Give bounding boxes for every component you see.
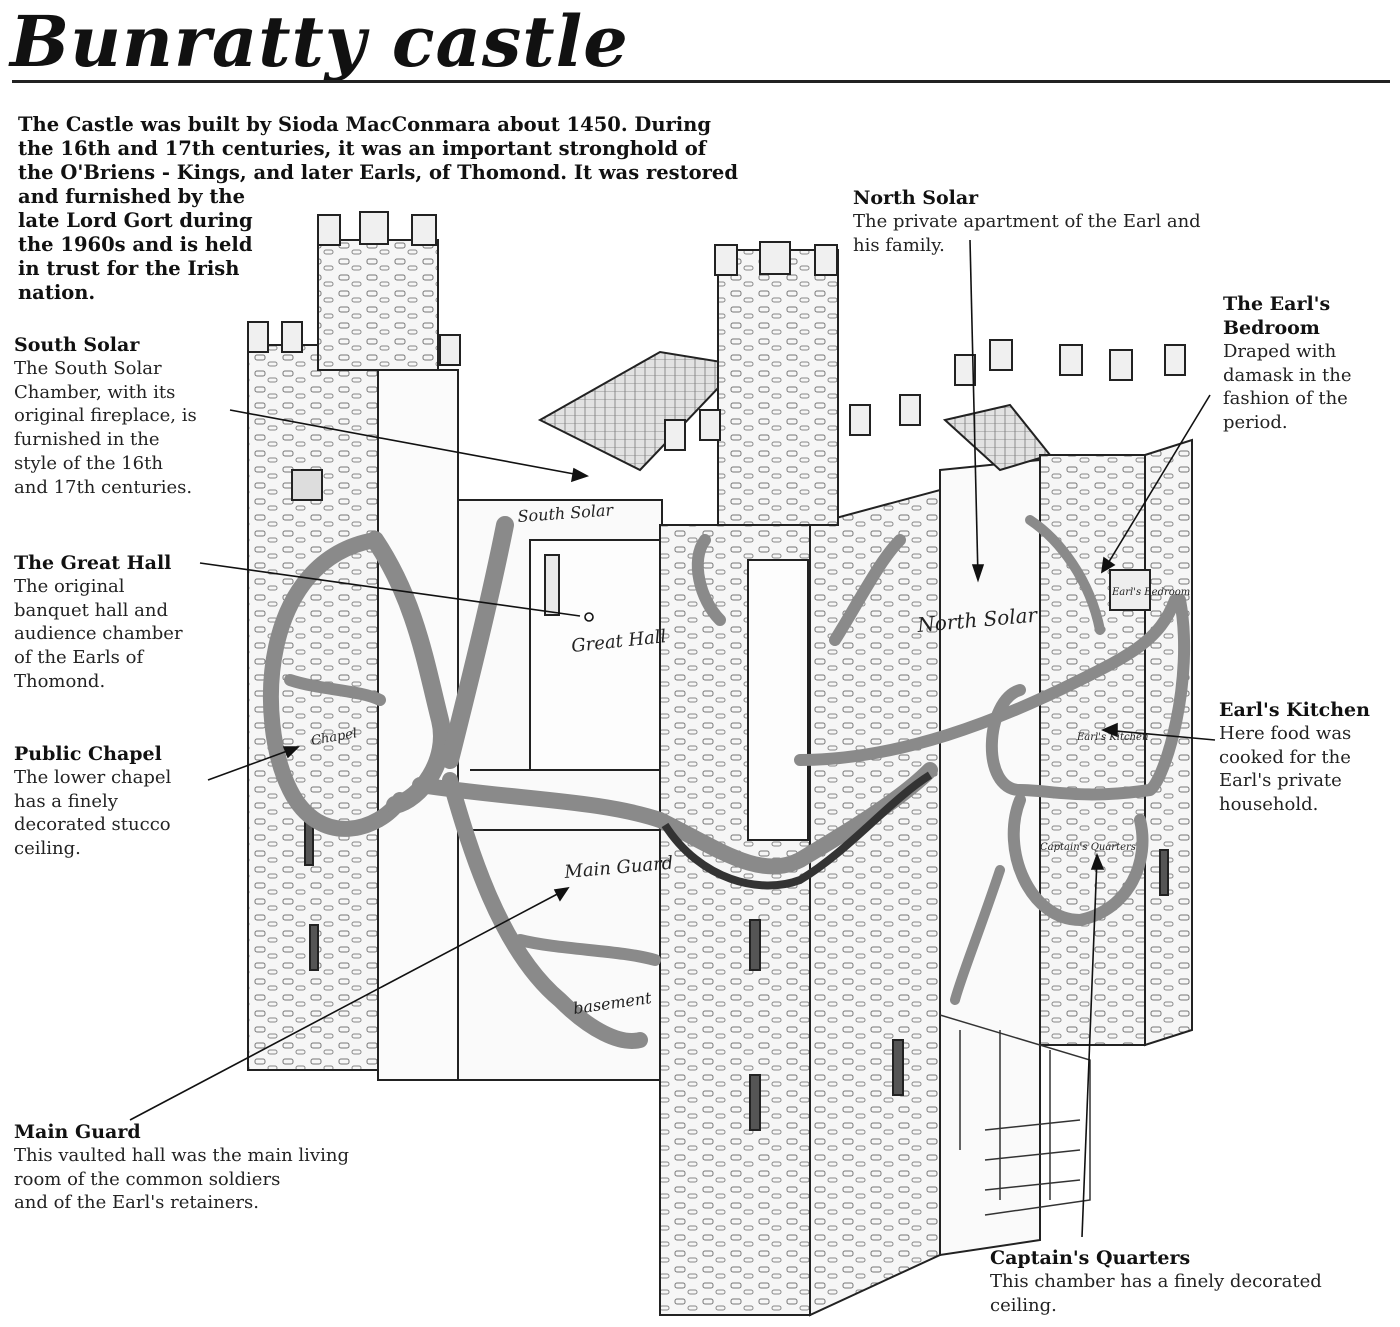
callout-north-solar: North Solar The private apartment of the… (853, 186, 1201, 257)
callout-title-line: The Earl's (1223, 293, 1331, 315)
callout-line: Draped with (1223, 341, 1337, 362)
callout-line: Chamber, with its (14, 381, 176, 403)
callout-title: Captain's Quarters (990, 1247, 1191, 1269)
callout-title: Earl's Kitchen (1219, 699, 1370, 721)
callout-title: South Solar (14, 334, 140, 356)
callout-line: The private apartment of the Earl and (853, 211, 1201, 232)
intro-line: nation. (18, 281, 96, 304)
page-title: Bunratty castle (10, 0, 629, 83)
callout-line: and 17th centuries. (14, 476, 193, 498)
callout-line: Earl's private (1219, 770, 1342, 792)
intro-line: in trust for the Irish (18, 257, 240, 280)
callout-line: damask in the (1223, 364, 1352, 386)
leader-earls-bedroom (1103, 394, 1211, 571)
leader-north-solar (969, 239, 979, 579)
callout-line: This chamber has a finely decorated (990, 1271, 1322, 1292)
leader-captains-quarters (1081, 857, 1098, 1238)
callout-line: style of the 16th (14, 452, 163, 474)
leader-lines (129, 239, 1216, 1238)
callout-line: banquet hall and (14, 599, 168, 621)
callout-earls-kitchen: Earl's Kitchen Here food was cooked for … (1219, 698, 1370, 817)
callout-line: The lower chapel (14, 767, 172, 788)
external-stair (939, 1014, 1091, 1216)
callout-title: Main Guard (14, 1121, 141, 1143)
callout-line: Thomond. (14, 670, 106, 692)
callout-line: decorated stucco (14, 814, 171, 836)
callout-line: furnished in the (14, 429, 160, 451)
callout-line: Here food was (1219, 723, 1352, 744)
art-label-bedroom: Earl's Bedroom (1111, 587, 1190, 598)
intro-line: and furnished by the (18, 185, 245, 208)
leader-main-guard (129, 889, 566, 1121)
leader-public-chapel (207, 749, 291, 781)
callout-line: ceiling. (14, 838, 81, 860)
callout-title: The Great Hall (14, 552, 172, 574)
callout-line: of the Earls of (14, 647, 144, 669)
callout-captains-quarters: Captain's Quarters This chamber has a fi… (990, 1246, 1322, 1317)
callout-line: period. (1223, 412, 1288, 434)
callout-line: ceiling. (990, 1294, 1057, 1316)
tower-front (659, 241, 941, 1317)
callout-body: The original banquet hall and audience c… (14, 575, 183, 694)
callout-line: audience chamber (14, 623, 183, 645)
callout-line: room of the common soldiers (14, 1168, 281, 1190)
callout-body: Draped with damask in the fashion of the… (1223, 340, 1351, 435)
intro-line: the O'Briens - Kings, and later Earls, o… (18, 161, 738, 184)
callout-line: fashion of the (1223, 388, 1348, 410)
callout-line: This vaulted hall was the main living (14, 1145, 349, 1166)
intro-paragraph: The Castle was built by Sioda MacConmara… (18, 113, 738, 305)
callout-body: This vaulted hall was the main living ro… (14, 1144, 349, 1215)
callout-line: cooked for the (1219, 746, 1351, 768)
callout-earls-bedroom: The Earl's Bedroom Draped with damask in… (1223, 292, 1351, 435)
intro-line: the 1960s and is held (18, 233, 253, 256)
leader-earls-kitchen (1104, 729, 1216, 741)
corridor-overlay (263, 515, 1191, 1049)
callout-body: The private apartment of the Earl and hi… (853, 210, 1201, 257)
art-label-captains: Captain's Quarters (1040, 842, 1136, 853)
callout-line: original fireplace, is (14, 405, 197, 427)
callout-line: and of the Earl's retainers. (14, 1192, 259, 1214)
callout-body: The lower chapel has a finely decorated … (14, 766, 171, 861)
callout-body: This chamber has a finely decorated ceil… (990, 1270, 1322, 1317)
callout-title: Public Chapel (14, 743, 162, 765)
intro-line: late Lord Gort during (18, 209, 253, 232)
dark-ribbon (661, 771, 933, 890)
art-label-kitchen: Earl's Kitchen (1076, 732, 1148, 743)
intro-line: the 16th and 17th centuries, it was an i… (18, 137, 707, 160)
callout-title: North Solar (853, 187, 979, 209)
callout-main-guard: Main Guard This vaulted hall was the mai… (14, 1120, 349, 1215)
callout-line: has a finely (14, 790, 118, 812)
leader-great-hall (199, 562, 581, 617)
title-rule (12, 80, 1390, 83)
leader-south-solar (229, 409, 586, 477)
callout-line: household. (1219, 794, 1319, 816)
intro-line: The Castle was built by Sioda MacConmara… (18, 113, 711, 136)
callout-title-line: Bedroom (1223, 317, 1320, 339)
callout-body: The South Solar Chamber, with its origin… (14, 357, 197, 499)
callout-line: The original (14, 576, 125, 597)
callout-south-solar: South Solar The South Solar Chamber, wit… (14, 333, 197, 499)
callout-line: his family. (853, 234, 945, 256)
callout-great-hall: The Great Hall The original banquet hall… (14, 551, 183, 694)
callout-body: Here food was cooked for the Earl's priv… (1219, 722, 1370, 817)
callout-line: The South Solar (14, 358, 162, 379)
callout-public-chapel: Public Chapel The lower chapel has a fin… (14, 742, 171, 861)
